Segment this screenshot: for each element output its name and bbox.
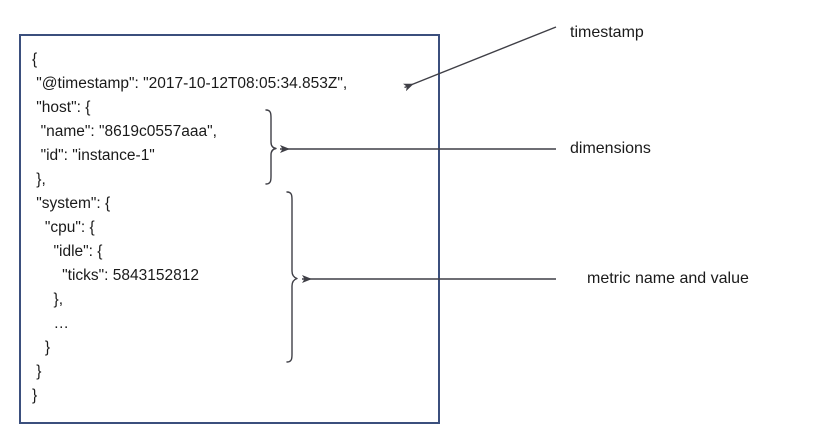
annotation-label-dimensions: dimensions [570,140,651,157]
json-document-code: { "@timestamp": "2017-10-12T08:05:34.853… [32,51,348,404]
annotation-label-metric-name-and-value: metric name and value [587,270,749,287]
annotation-label-timestamp: timestamp [570,24,644,41]
json-document-box [19,34,440,424]
